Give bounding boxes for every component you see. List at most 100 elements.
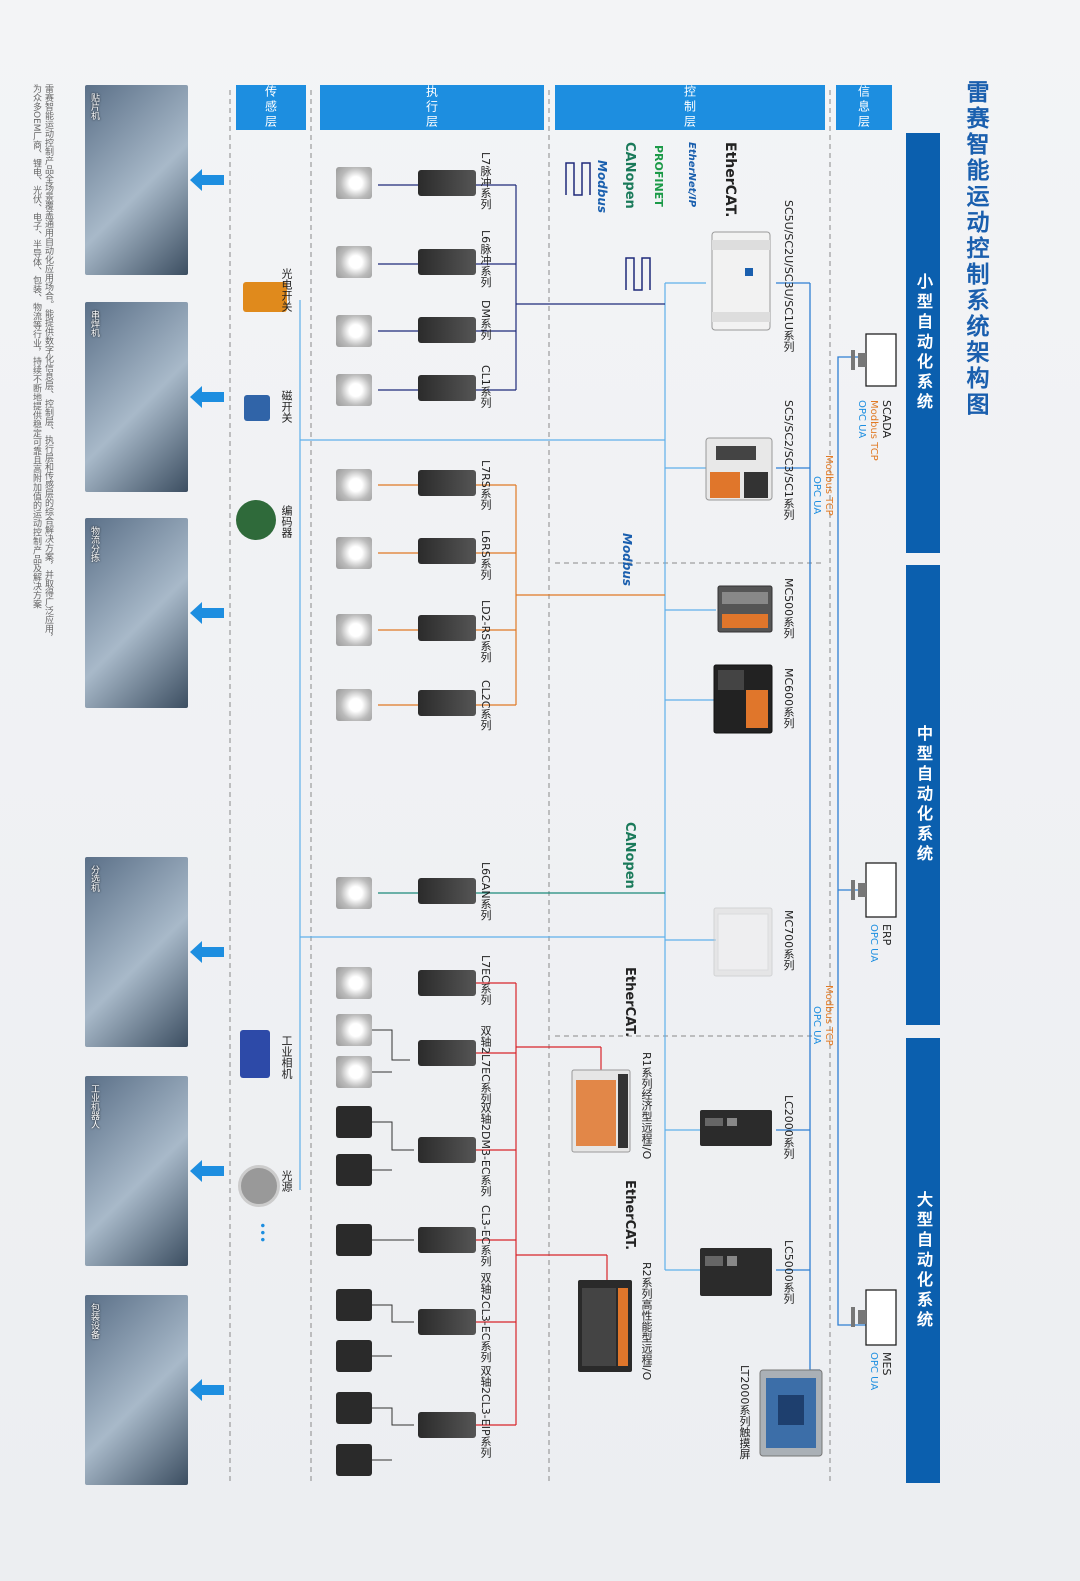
layer-header-sensor: 传感层 [236,85,306,130]
page-title: 雷赛智能运动控制系统架构图 [962,80,988,418]
controller-label: SC5U/SC2U/SC3U/SC1U系列 [782,200,795,352]
servo-drive [418,1227,476,1253]
drive-label: CL1系列 [479,365,492,408]
ethercat-logo: EtherCAT. [622,1180,637,1251]
monitor-icon [865,333,897,387]
controller-sc5u [711,231,771,331]
layer-header-control: 控制层 [555,85,825,130]
drive-label: 双轴2L7EC系列 [479,1025,492,1104]
servo-drive [418,317,476,343]
controller-sc5 [705,437,773,501]
ethercat-logo: EtherCAT. [622,967,637,1038]
application-label: 贴片机 [89,93,99,120]
remote-io-label: R1系列经济型远程I/O [640,1052,653,1160]
servo-drive [418,1137,476,1163]
monitor-icon [865,1289,897,1346]
servo-motor [336,315,372,347]
drive-label: CL2C系列 [479,680,492,731]
photo-switch-icon [243,282,287,312]
layer-header-info: 信息层 [836,85,892,130]
sensor-label: 磁开关 [280,390,293,423]
application-photo: 物流分拣 [85,518,188,708]
servo-motor [336,967,372,999]
servo-drive [418,1040,476,1066]
drive-label: LD2-RS系列 [479,600,492,663]
controller-label: MC700系列 [782,910,795,971]
servo-motor [336,167,372,199]
band-small-system: 小型自动化系统 [906,133,940,553]
controller-label: LT2000系列触摸屏 [738,1365,751,1460]
remote-io-label: R2系列高性能型远程I/O [640,1262,653,1381]
arrow-left-icon [190,602,224,624]
canopen-logo: CANopen [622,142,637,209]
controller-label: MC500系列 [782,578,795,639]
controller-label: LC5000系列 [782,1240,795,1304]
controller-label: LC2000系列 [782,1095,795,1159]
erp-label: ERP [880,924,893,946]
drive-label: 双轴2DM3-EC系列 [479,1102,492,1197]
servo-motor [336,877,372,909]
servo-drive [418,615,476,641]
mes-label: MES [880,1352,893,1376]
link-protocol: Modbus TCP [823,985,834,1046]
servo-motor [336,537,372,569]
application-photo: 贴片机 [85,85,188,275]
pulse-icon [565,162,591,196]
canopen-logo: CANopen [622,822,637,889]
application-label: 物流分拣 [89,526,99,562]
hmi-lt2000 [759,1369,823,1457]
band-large-system: 大型自动化系统 [906,1038,940,1483]
layer-header-actuator: 执行层 [320,85,544,130]
controller-label: MC600系列 [782,668,795,729]
arrow-left-icon [190,169,224,191]
scada-protocol: Modbus TCP [868,400,879,461]
servo-motor [336,1056,372,1088]
drive-label: L6CAN系列 [479,862,492,921]
drive-label: L6脉冲系列 [479,230,492,288]
servo-motor [336,1224,372,1256]
servo-drive [418,690,476,716]
scada-protocol: OPC UA [856,400,867,439]
drive-label: DM系列 [479,300,492,340]
drive-label: 双轴2CL3-EC系列 [479,1272,492,1363]
servo-motor [336,469,372,501]
info-bus-line [837,356,866,1326]
drive-label: 双轴2CL3-EIP系列 [479,1365,492,1458]
drive-label: L7脉冲系列 [479,152,492,210]
servo-motor [336,246,372,278]
servo-motor [336,1014,372,1046]
controller-lc2000 [700,1110,772,1146]
servo-motor [336,1106,372,1138]
servo-drive [418,249,476,275]
drive-label: CL3-EC系列 [479,1205,492,1267]
encoder-icon [236,500,276,540]
servo-motor [336,614,372,646]
band-medium-system: 中型自动化系统 [906,565,940,1025]
servo-drive [418,1309,476,1335]
ethernetip-logo: EtherNet/IP [686,142,697,208]
servo-drive [418,470,476,496]
application-photo: 串焊机 [85,302,188,492]
controller-lc5000 [700,1248,772,1296]
modbus-logo: Modbus [620,533,634,587]
erp-protocol: OPC UA [868,924,879,963]
application-label: 分选机 [89,865,99,892]
application-photo: 包装设备 [85,1295,188,1485]
arrow-left-icon [190,1160,224,1182]
controller-mc700 [713,907,773,977]
servo-motor [336,1340,372,1372]
servo-motor [336,1392,372,1424]
ethercat-logo: EtherCAT. [722,142,738,218]
servo-drive [418,970,476,996]
more-sensors-indicator: ••• [255,1222,269,1244]
remote-io-r1 [571,1069,631,1153]
remote-io-r2 [578,1280,632,1372]
sensor-label: 工业相机 [280,1035,293,1079]
arrow-left-icon [190,1379,224,1401]
light-source-icon [238,1165,280,1207]
sensor-label: 光源 [280,1170,293,1192]
arrow-left-icon [190,386,224,408]
monitor-icon [865,862,897,918]
